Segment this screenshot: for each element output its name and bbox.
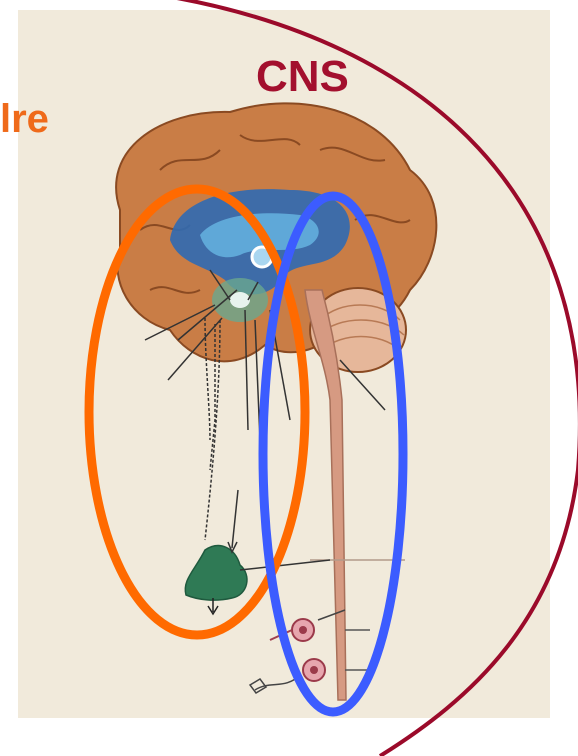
left-region-label: lre	[0, 97, 49, 142]
cns-label: CNS	[256, 52, 349, 102]
